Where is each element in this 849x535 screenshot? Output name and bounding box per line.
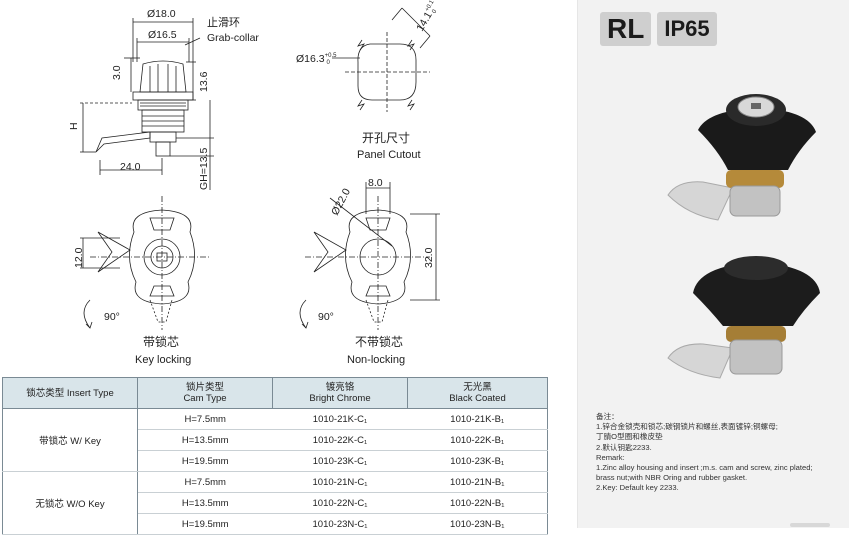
front-view-key [80, 196, 210, 330]
remarks-line-en: 2.Key: Default key 2233. [596, 483, 679, 493]
scrollbar[interactable] [790, 523, 830, 527]
key-locking-label-cn: 带锁芯 [143, 334, 179, 349]
non-locking-label-cn: 不带锁芯 [355, 334, 403, 349]
model-badges: RL IP65 [600, 12, 717, 46]
chrome-part-cell: 1010-21K-C₁ [272, 408, 408, 430]
remarks-line-en: brass nut;with NBR Oring and rubber gask… [596, 473, 748, 483]
dim-gh: GH=13.5 [198, 148, 210, 190]
rotation-90-left: 90° [104, 311, 120, 323]
black-part-cell: 1010-21N-B₁ [407, 471, 548, 493]
side-view [80, 18, 214, 190]
remarks-title-en: Remark: [596, 452, 625, 462]
header-insert-type: 锁芯类型 Insert Type [2, 377, 138, 409]
table-row: H=13.5mm 1010-22K-C₁ 1010-22K-B₁ [3, 429, 548, 451]
black-part-cell: 1010-22K-B₁ [407, 429, 548, 451]
front-view-nonkey [299, 182, 440, 330]
table-row: 无锁芯 W/O Key H=7.5mm 1010-21N-C₁ 1010-21N… [2, 471, 548, 535]
key-locking-label-en: Key locking [135, 354, 191, 366]
product-photo-nonkey [667, 256, 820, 379]
dim-diameter-16-5: Ø16.5 [148, 29, 177, 41]
chrome-part-cell: 1010-22N-C₁ [272, 492, 408, 514]
cutout-flat: 14.1+0.10 [414, 0, 442, 34]
product-panel: RL IP65 备注： 1.锌合金锁壳和锁芯;碳钢锁片和螺丝,表面镀锌;铜螺母;… [577, 0, 849, 528]
ip-rating-badge: IP65 [657, 12, 717, 46]
panel-cutout [332, 7, 431, 112]
rotation-90-right: 90° [318, 311, 334, 323]
table-row: 带锁芯 W/ Key H=7.5mm 1010-21K-C₁ 1010-21K-… [2, 408, 548, 472]
cam-cell: H=13.5mm [137, 492, 273, 514]
cutout-label-cn: 开孔尺寸 [362, 131, 410, 145]
black-part-cell: 1010-21K-B₁ [407, 408, 548, 430]
remarks-line-cn: 丁腈O型圈和橡皮垫 [596, 432, 663, 442]
dim-24: 24.0 [120, 161, 141, 173]
cam-cell: H=7.5mm [137, 408, 273, 430]
remarks: 备注： 1.锌合金锁壳和锁芯;碳钢锁片和螺丝,表面镀锌;铜螺母; 丁腈O型圈和橡… [596, 412, 841, 494]
cam-cell: H=19.5mm [137, 513, 273, 535]
insert-type-cell: 带锁芯 W/ Key [2, 408, 138, 472]
dim-3: 3.0 [111, 65, 123, 80]
remarks-line-cn: 1.锌合金锁壳和锁芯;碳钢锁片和螺丝,表面镀锌;铜螺母; [596, 422, 778, 432]
black-part-cell: 1010-23K-B₁ [407, 450, 548, 472]
remarks-title-cn: 备注： [596, 412, 619, 421]
model-badge: RL [600, 12, 652, 46]
black-part-cell: 1010-22N-B₁ [407, 492, 548, 514]
dim-8: 8.0 [368, 177, 383, 189]
grab-collar-label-en: Grab-collar [207, 32, 259, 44]
cam-cell: H=13.5mm [137, 429, 273, 451]
chrome-part-cell: 1010-22K-C₁ [272, 429, 408, 451]
dim-32: 32.0 [423, 247, 435, 268]
black-part-cell: 1010-23N-B₁ [407, 513, 548, 535]
non-locking-label-en: Non-locking [347, 354, 405, 366]
chrome-part-cell: 1010-23N-C₁ [272, 513, 408, 535]
cam-cell: H=19.5mm [137, 450, 273, 472]
technical-drawing: Ø18.0 Ø16.5 止滑环 Grab-collar 3.0 13.6 H 2… [68, 0, 442, 366]
cam-cell: H=7.5mm [137, 471, 273, 493]
remarks-line-en: 1.Zinc alloy housing and insert ;m.s. ca… [596, 463, 813, 473]
chrome-part-cell: 1010-23K-C₁ [272, 450, 408, 472]
chrome-part-cell: 1010-21N-C₁ [272, 471, 408, 493]
dim-diameter-18: Ø18.0 [147, 8, 176, 20]
cutout-label-en: Panel Cutout [357, 149, 421, 161]
dim-12: 12.0 [73, 247, 85, 268]
grab-collar-label-cn: 止滑环 [207, 16, 240, 29]
product-photo-key [667, 94, 816, 221]
dim-h: H [68, 122, 80, 130]
insert-type-cell: 无锁芯 W/O Key [2, 471, 138, 535]
remarks-line-cn: 2.默认钥匙2233. [596, 442, 652, 452]
dim-13-6: 13.6 [198, 71, 210, 92]
